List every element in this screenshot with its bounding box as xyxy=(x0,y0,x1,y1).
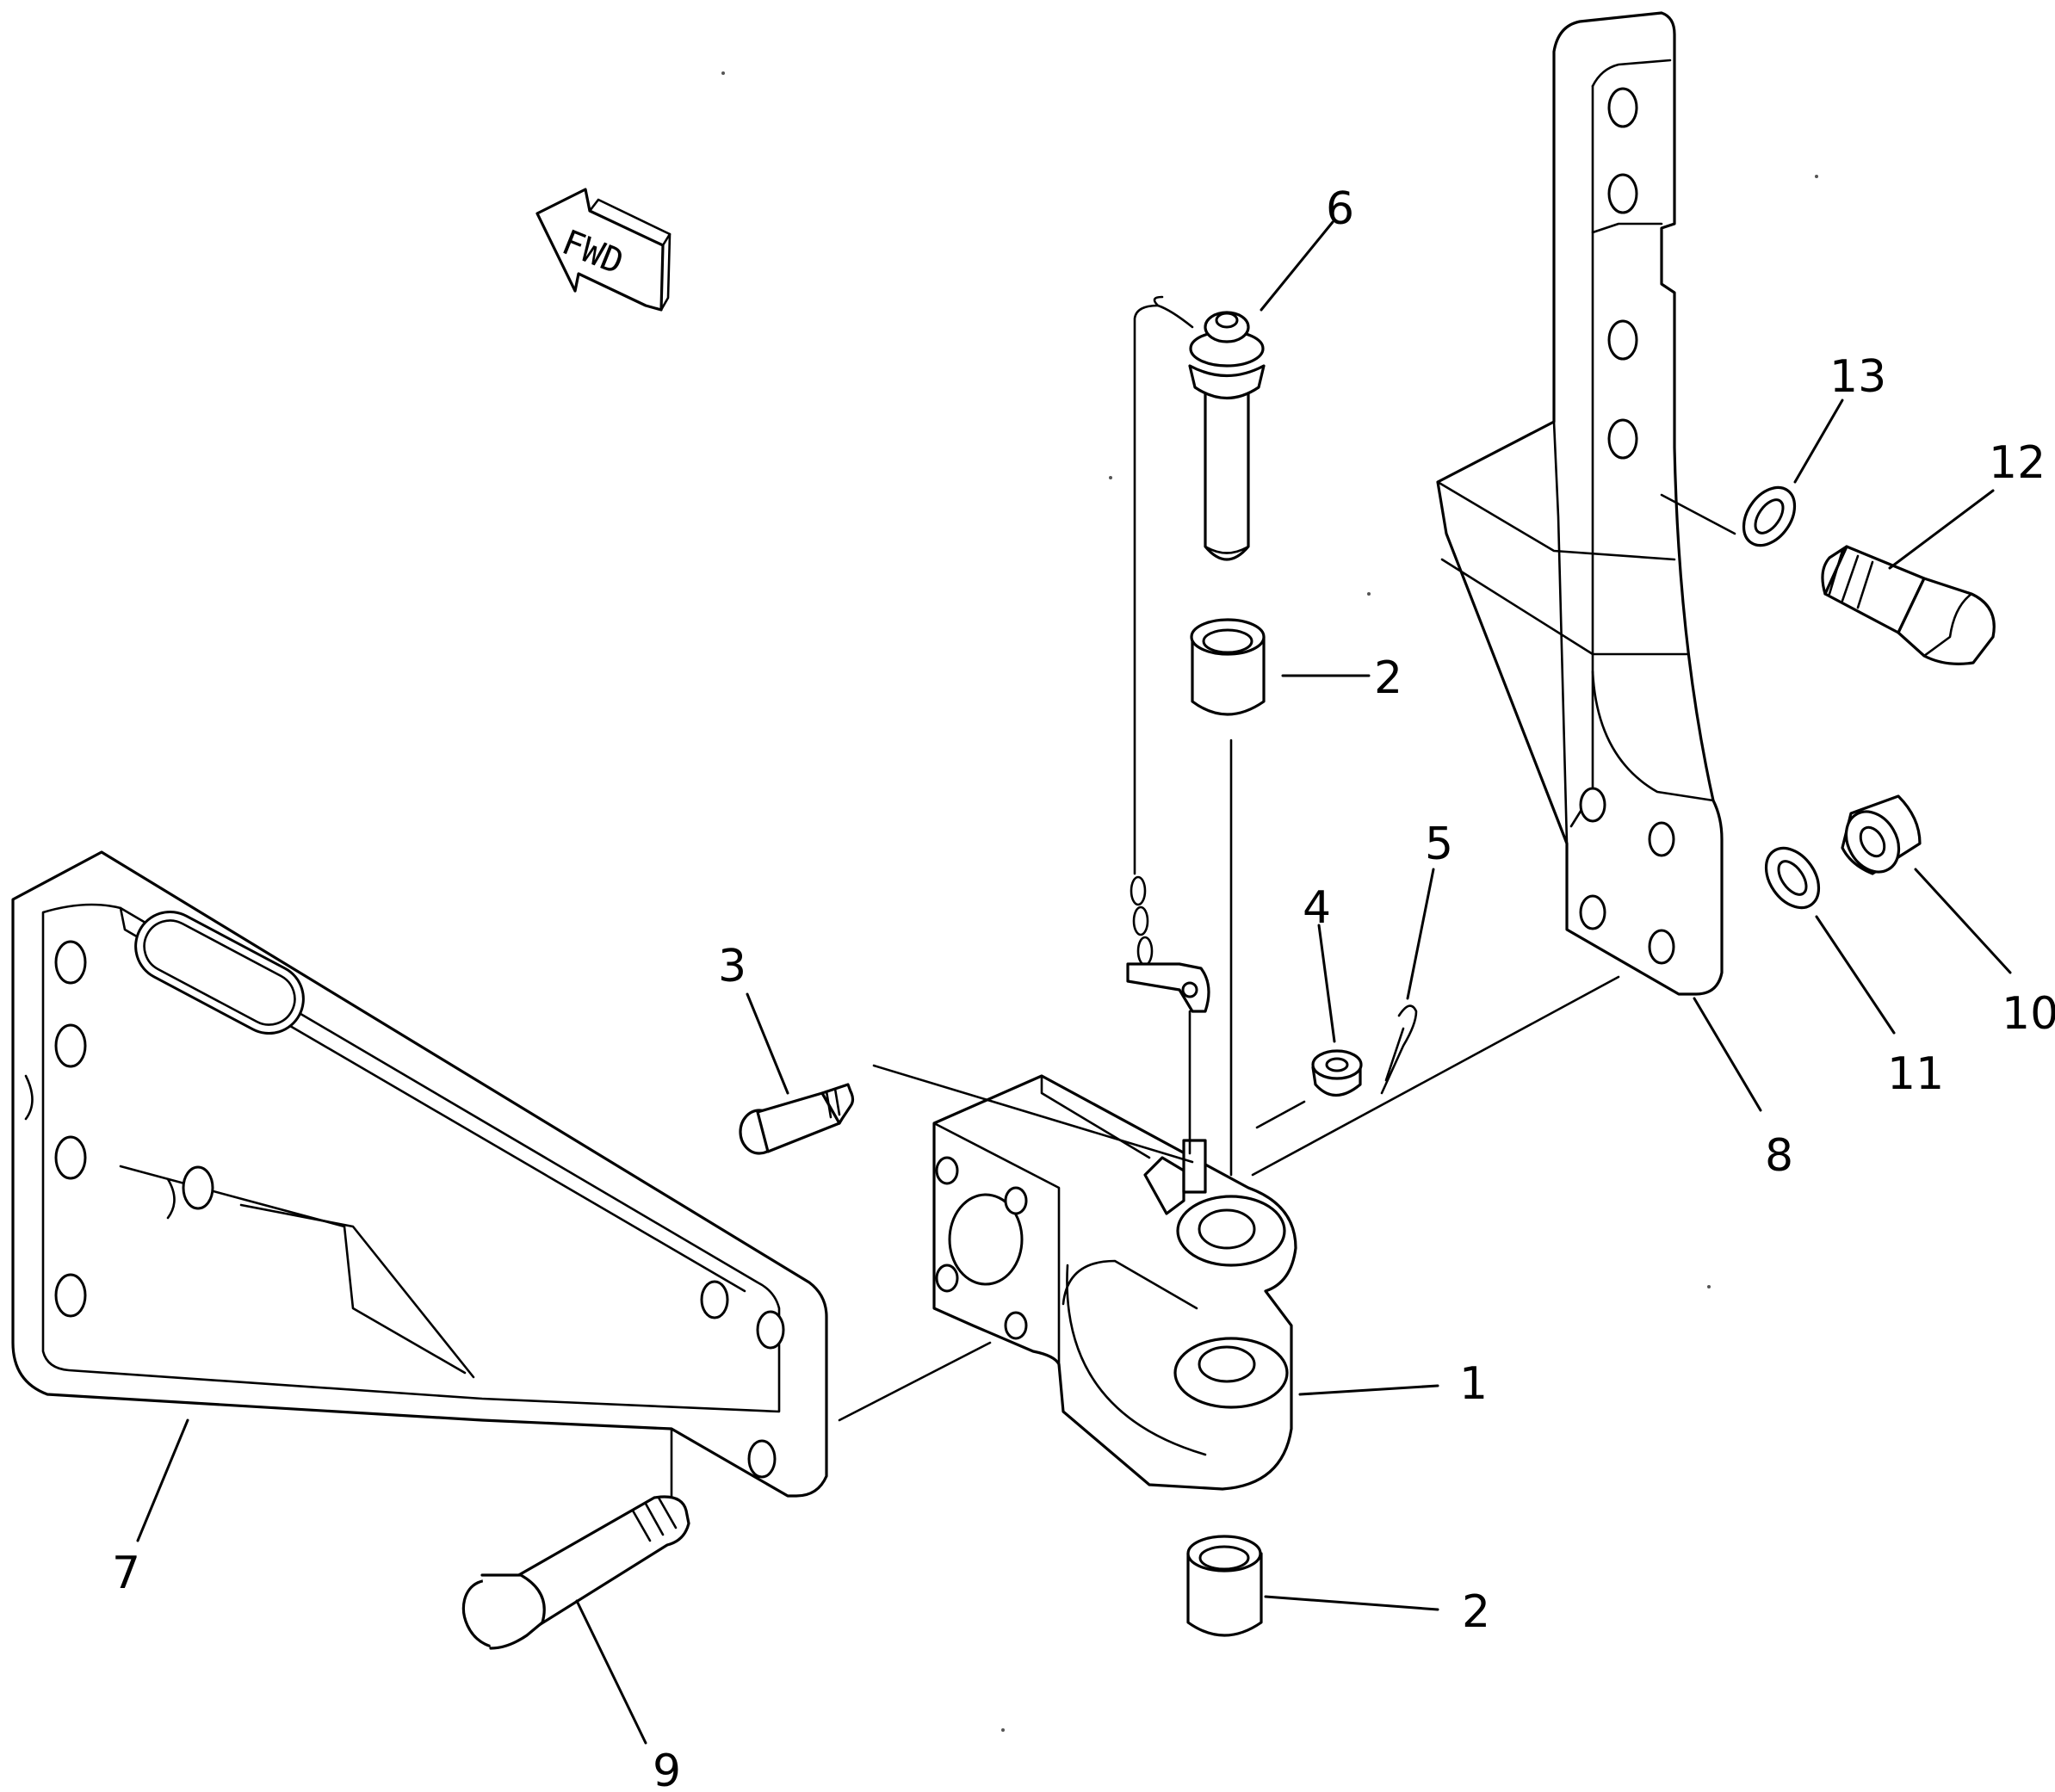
callout-4: 4 xyxy=(1303,882,1331,934)
callout-2-upper: 2 xyxy=(1374,652,1402,704)
callout-6: 6 xyxy=(1326,183,1354,235)
lower-bushing xyxy=(1186,1535,1263,1637)
callout-5: 5 xyxy=(1425,819,1453,870)
bolt-12 xyxy=(1821,545,1996,665)
callout-10: 10 xyxy=(2002,988,2055,1040)
callout-leaders xyxy=(136,220,2012,1745)
callout-9: 9 xyxy=(653,1746,681,1792)
nut-10 xyxy=(1841,794,1922,875)
callout-7: 7 xyxy=(112,1548,140,1599)
castle-nut xyxy=(1311,1049,1363,1097)
right-bracket xyxy=(1436,11,1724,996)
callout-8: 8 xyxy=(1765,1130,1793,1182)
assembly-lines xyxy=(838,493,1736,1422)
callout-13: 13 xyxy=(1829,351,1886,403)
callout-12: 12 xyxy=(1989,437,2046,489)
small-bolt xyxy=(739,1083,855,1155)
hitch-pin xyxy=(1153,295,1266,561)
upper-bushing xyxy=(1190,618,1266,716)
hitch-body xyxy=(932,1074,1297,1491)
washer-11 xyxy=(1764,846,1821,910)
cotter-pin xyxy=(1380,1004,1418,1095)
scan-specks xyxy=(721,71,1818,1732)
washer-13 xyxy=(1742,485,1797,547)
fwd-arrow-icon: FWD xyxy=(535,188,672,312)
left-bracket xyxy=(11,850,828,1499)
callout-3: 3 xyxy=(718,941,746,992)
long-bolt xyxy=(461,1495,690,1650)
callout-labels: 1 2 2 3 4 5 6 7 8 9 10 11 12 13 xyxy=(112,183,2055,1792)
callout-2-lower: 2 xyxy=(1462,1586,1490,1638)
callout-11: 11 xyxy=(1887,1048,1944,1100)
retaining-chain xyxy=(1126,304,1210,1155)
callout-1: 1 xyxy=(1459,1358,1488,1410)
